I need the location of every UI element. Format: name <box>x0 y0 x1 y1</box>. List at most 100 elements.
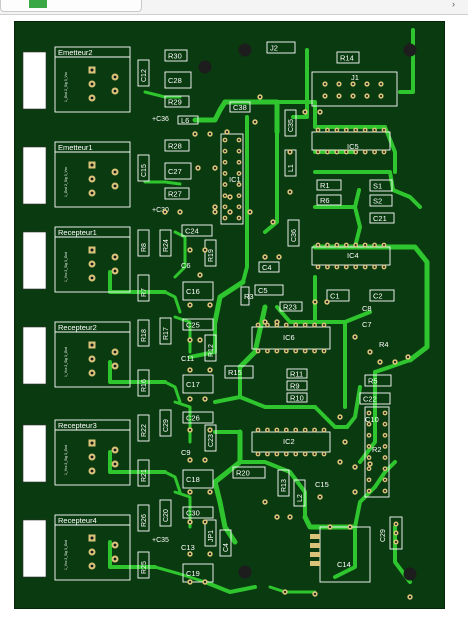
component-label: J2 <box>270 44 278 53</box>
drill-hole <box>313 300 317 304</box>
copper-trace <box>212 279 246 325</box>
drill-hole <box>90 469 94 473</box>
component-outline <box>182 506 214 519</box>
mounting-hole <box>238 565 252 579</box>
drill-hole <box>379 94 383 98</box>
drill-hole <box>224 139 226 141</box>
component-label: C29 <box>163 419 170 432</box>
component-outline <box>137 369 150 397</box>
component-label: C12 <box>141 69 148 82</box>
drill-hole <box>354 129 357 131</box>
drill-hole <box>113 448 117 452</box>
component-outline <box>284 109 297 137</box>
drill-hole <box>313 453 316 455</box>
component-label: R3 <box>244 292 254 301</box>
component-outline <box>254 284 284 296</box>
net-label: +C35 <box>152 537 169 544</box>
drill-hole <box>224 172 226 175</box>
copper-trace <box>108 360 167 384</box>
drill-hole <box>323 94 327 98</box>
component-label: S1 <box>373 182 382 191</box>
net-label: +C36 <box>152 116 169 123</box>
drill-hole <box>395 532 397 534</box>
drill-hole <box>113 543 117 547</box>
drill-hole <box>343 440 347 444</box>
drill-hole <box>238 139 240 141</box>
connector-outline <box>54 514 131 581</box>
component-label: C30 <box>186 509 200 518</box>
toolbar-chevron-icon[interactable]: › <box>452 0 455 9</box>
browser-toolbar: › <box>0 0 468 15</box>
component-label: C5 <box>258 286 268 295</box>
mounting-hole <box>238 43 252 57</box>
drill-hole <box>408 595 412 599</box>
drill-hole <box>228 195 232 199</box>
drill-hole <box>266 453 269 455</box>
drill-hole <box>90 68 94 72</box>
drill-hole <box>379 82 383 86</box>
drill-hole <box>113 350 117 354</box>
component-outline <box>137 274 150 302</box>
component-label: C6 <box>181 261 191 270</box>
component-label: L2 <box>297 494 304 502</box>
drill-hole <box>348 525 352 529</box>
drill-hole <box>225 130 229 134</box>
copper-trace <box>391 188 422 209</box>
drill-hole <box>368 423 370 426</box>
drill-hole <box>368 445 370 448</box>
component-label: R20 <box>236 469 250 478</box>
component-label: C15 <box>315 480 329 489</box>
drill-hole <box>224 161 226 164</box>
drill-hole <box>368 462 372 466</box>
drill-hole <box>304 453 307 455</box>
toolbar-button[interactable] <box>0 0 142 12</box>
drill-hole <box>188 338 192 342</box>
drill-hole <box>213 205 217 209</box>
drill-hole <box>224 205 226 208</box>
ic-outline <box>311 246 391 266</box>
drill-hole <box>351 82 355 86</box>
mounting-hole <box>198 60 212 74</box>
drill-hole <box>395 541 397 543</box>
drill-hole <box>323 82 327 86</box>
drill-hole <box>364 266 367 268</box>
drill-hole <box>208 428 212 432</box>
copper-trace <box>241 115 249 284</box>
component-outline <box>164 49 188 62</box>
component-outline <box>266 41 296 54</box>
component-label: C23 <box>208 434 215 447</box>
drill-hole <box>90 441 94 445</box>
drill-hole <box>384 445 386 448</box>
ic-outline <box>251 326 331 350</box>
connector-tag: Rn <box>30 449 41 462</box>
component-label: R23 <box>283 303 297 312</box>
drill-hole <box>325 300 329 304</box>
jumper-outline <box>389 516 403 550</box>
component-outline <box>224 365 254 379</box>
component-label: C4 <box>262 263 272 272</box>
drill-hole <box>203 458 207 462</box>
drill-hole <box>345 129 348 131</box>
component-label: JP1 <box>208 530 215 542</box>
copper-trace <box>373 460 397 489</box>
component-label: C21 <box>373 214 387 223</box>
drill-hole <box>317 129 319 131</box>
connector-tag: Tn <box>30 77 41 90</box>
copper-trace <box>192 99 228 123</box>
drill-hole <box>323 453 325 455</box>
header-outline <box>311 71 398 107</box>
connector-outline <box>54 419 131 486</box>
drill-hole <box>90 536 94 540</box>
component-label: C15 <box>141 164 148 177</box>
component-label: C8 <box>362 304 372 313</box>
drill-hole <box>198 338 202 342</box>
drill-hole <box>208 490 212 494</box>
drill-hole <box>304 324 307 326</box>
drill-hole <box>277 255 281 259</box>
component-outline <box>232 466 266 479</box>
copper-trace <box>373 358 412 374</box>
component-label: R13 <box>281 479 288 492</box>
drill-hole <box>188 368 192 372</box>
drill-hole <box>263 255 267 259</box>
drill-hole <box>384 423 386 426</box>
